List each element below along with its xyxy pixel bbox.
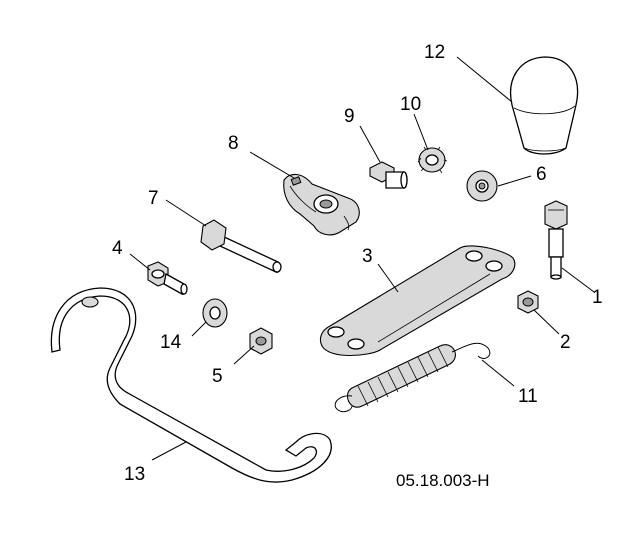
part-12-knob	[510, 56, 579, 155]
part-9-shoulder-bolt	[369, 161, 408, 189]
part-4-pivot-bolt	[147, 261, 188, 295]
part-13-shift-rod	[50, 287, 332, 483]
part-8-bracket	[283, 173, 360, 236]
callout-10: 10	[400, 94, 421, 115]
part-7-bolt	[200, 219, 282, 273]
part-10-lock-nut	[417, 146, 448, 174]
callout-2: 2	[560, 332, 571, 353]
part-2-hex-nut	[517, 290, 539, 314]
callout-7: 7	[148, 188, 159, 209]
callout-5: 5	[212, 366, 223, 387]
callout-1: 1	[592, 287, 603, 308]
callout-4: 4	[112, 238, 123, 259]
part-5-hex-nut	[249, 327, 273, 355]
part-3-link-plate	[319, 245, 516, 356]
leader-lines	[129, 56, 595, 461]
part-11-spring	[334, 342, 491, 413]
callout-6: 6	[536, 164, 547, 185]
part-14-spacer	[202, 298, 228, 328]
callout-8: 8	[228, 133, 239, 154]
callout-14: 14	[160, 332, 182, 353]
part-6-washer	[466, 170, 498, 202]
part-1-hex-bolt	[544, 200, 568, 280]
callout-13: 13	[124, 464, 145, 485]
callout-labels: 1 2 3 4 5 6 7 8 9 10 11 12 13 14	[112, 42, 603, 485]
callout-12: 12	[424, 42, 445, 63]
diagram-reference-code: 05.18.003-H	[396, 471, 490, 490]
callout-9: 9	[344, 106, 355, 127]
callout-11: 11	[518, 386, 538, 407]
callout-3: 3	[362, 246, 373, 267]
